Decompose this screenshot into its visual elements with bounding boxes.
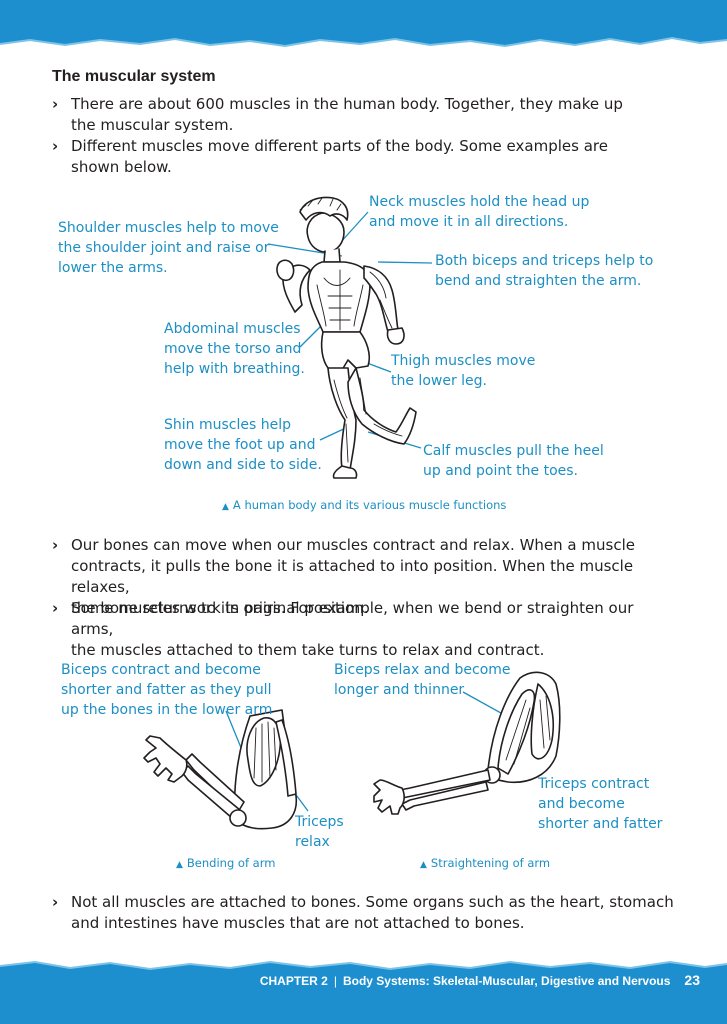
text-line: Different muscles move different parts o… (71, 137, 608, 155)
bullet-paragraph: › Some muscles work in pairs. For exampl… (52, 598, 677, 661)
triangle-up-icon: ▲ (420, 860, 427, 870)
bullet-paragraph: › Not all muscles are attached to bones.… (52, 892, 677, 934)
human-body-illustration (267, 196, 433, 479)
text-line: contracts, it pulls the bone it is attac… (71, 557, 634, 596)
chevron-right-icon: › (52, 599, 59, 617)
bullet-paragraph: › There are about 600 muscles in the hum… (52, 94, 677, 136)
page-footer: CHAPTER 2 | Body Systems: Skeletal-Muscula… (0, 972, 700, 988)
bullet-paragraph: › Our bones can move when our muscles co… (52, 535, 677, 619)
section-heading: The muscular system (52, 68, 216, 85)
chevron-right-icon: › (52, 137, 59, 155)
chapter-title: Body Systems: Skeletal-Muscular, Digesti… (342, 974, 671, 988)
triangle-up-icon: ▲ (176, 860, 183, 870)
text-line: Not all muscles are attached to bones. S… (71, 893, 674, 911)
chevron-right-icon: › (52, 536, 59, 554)
chevron-right-icon: › (52, 95, 59, 113)
bending-caption: ▲Bending of arm (176, 856, 276, 870)
straightening-arm-illustration (373, 671, 561, 815)
footer-separator: | (333, 974, 337, 988)
text-line: There are about 600 muscles in the human… (71, 95, 623, 113)
figure-caption: ▲A human body and its various muscle fun… (222, 498, 507, 512)
text-line: the bone returns to its original positio… (71, 599, 369, 617)
page-number: 23 (684, 972, 700, 988)
bending-arm-illustration (143, 709, 309, 830)
text-line: the muscles attached to them take turns … (71, 641, 545, 659)
text-line: Our bones can move when our muscles cont… (71, 536, 635, 554)
top-decorative-band (0, 0, 727, 48)
triangle-up-icon: ▲ (222, 502, 229, 512)
text-line: shown below. (71, 158, 172, 176)
chevron-right-icon: › (52, 893, 59, 911)
text-line: and intestines have muscles that are not… (71, 914, 525, 932)
bullet-paragraph: › Different muscles move different parts… (52, 136, 677, 178)
straightening-caption: ▲Straightening of arm (420, 856, 551, 870)
chapter-label: CHAPTER 2 (259, 974, 328, 988)
text-line: the muscular system. (71, 116, 234, 134)
bottom-decorative-band (0, 960, 727, 1024)
text-line: Some muscles work in pairs. For example,… (71, 599, 634, 638)
